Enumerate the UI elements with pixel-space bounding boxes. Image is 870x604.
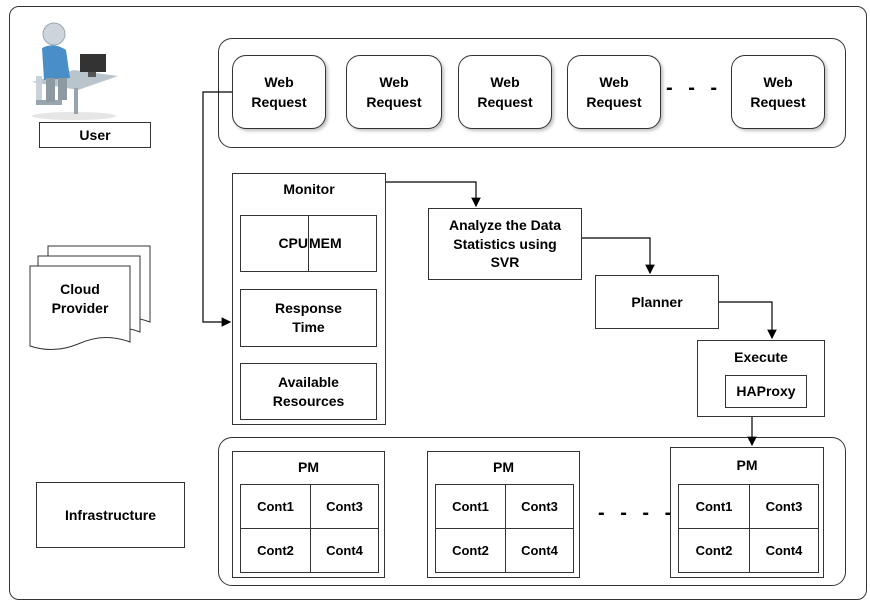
pm-title: PM bbox=[493, 459, 514, 475]
arrow-monitor-to-analyze bbox=[386, 181, 481, 208]
pm-box bbox=[232, 451, 385, 578]
monitor-box bbox=[232, 173, 386, 425]
pm-box bbox=[670, 447, 824, 578]
arrow-web-request-to-monitor bbox=[202, 91, 232, 327]
execute-box bbox=[697, 340, 825, 417]
mem-label: MEM bbox=[309, 230, 349, 256]
pm-title: PM bbox=[736, 457, 758, 473]
haproxy-box: HAProxy bbox=[725, 375, 807, 408]
pm-title: PM bbox=[298, 459, 319, 475]
user-label: User bbox=[39, 122, 151, 148]
available-resources-box: Available Resources bbox=[240, 363, 377, 420]
planner-box: Planner bbox=[595, 275, 719, 329]
infrastructure-label: Infrastructure bbox=[36, 482, 185, 548]
web-request-group bbox=[218, 38, 846, 148]
cpu-mem-divider bbox=[308, 215, 309, 272]
arrow-analyze-to-planner bbox=[582, 237, 655, 275]
web-request-box: Web Request bbox=[567, 55, 661, 129]
user-at-computer-icon bbox=[32, 22, 118, 120]
container-cell: Cont4 bbox=[749, 528, 819, 573]
web-request-ellipsis: - - - - bbox=[666, 77, 745, 99]
web-request-box: Web Request bbox=[458, 55, 552, 129]
infrastructure-group bbox=[218, 437, 846, 586]
web-request-box: Web Request bbox=[232, 55, 326, 129]
monitor-title: Monitor bbox=[283, 181, 335, 197]
arrow-planner-to-execute bbox=[719, 301, 777, 340]
cpu-label: CPU bbox=[262, 230, 308, 256]
container-cell: Cont4 bbox=[310, 528, 379, 573]
container-cell: Cont4 bbox=[505, 528, 574, 573]
pm-box bbox=[427, 451, 580, 578]
execute-title: Execute bbox=[734, 349, 788, 365]
analyze-box: Analyze the Data Statistics using SVR bbox=[428, 208, 582, 280]
pm-ellipsis: - - - - bbox=[598, 502, 677, 524]
web-request-box: Web Request bbox=[346, 55, 442, 129]
diagram-frame bbox=[9, 6, 867, 600]
cloud-provider-label: Cloud Provider bbox=[51, 281, 109, 316]
cloud-provider-documents-icon bbox=[29, 245, 151, 350]
response-time-box: Response Time bbox=[240, 289, 377, 347]
web-request-box: Web Request bbox=[731, 55, 825, 129]
